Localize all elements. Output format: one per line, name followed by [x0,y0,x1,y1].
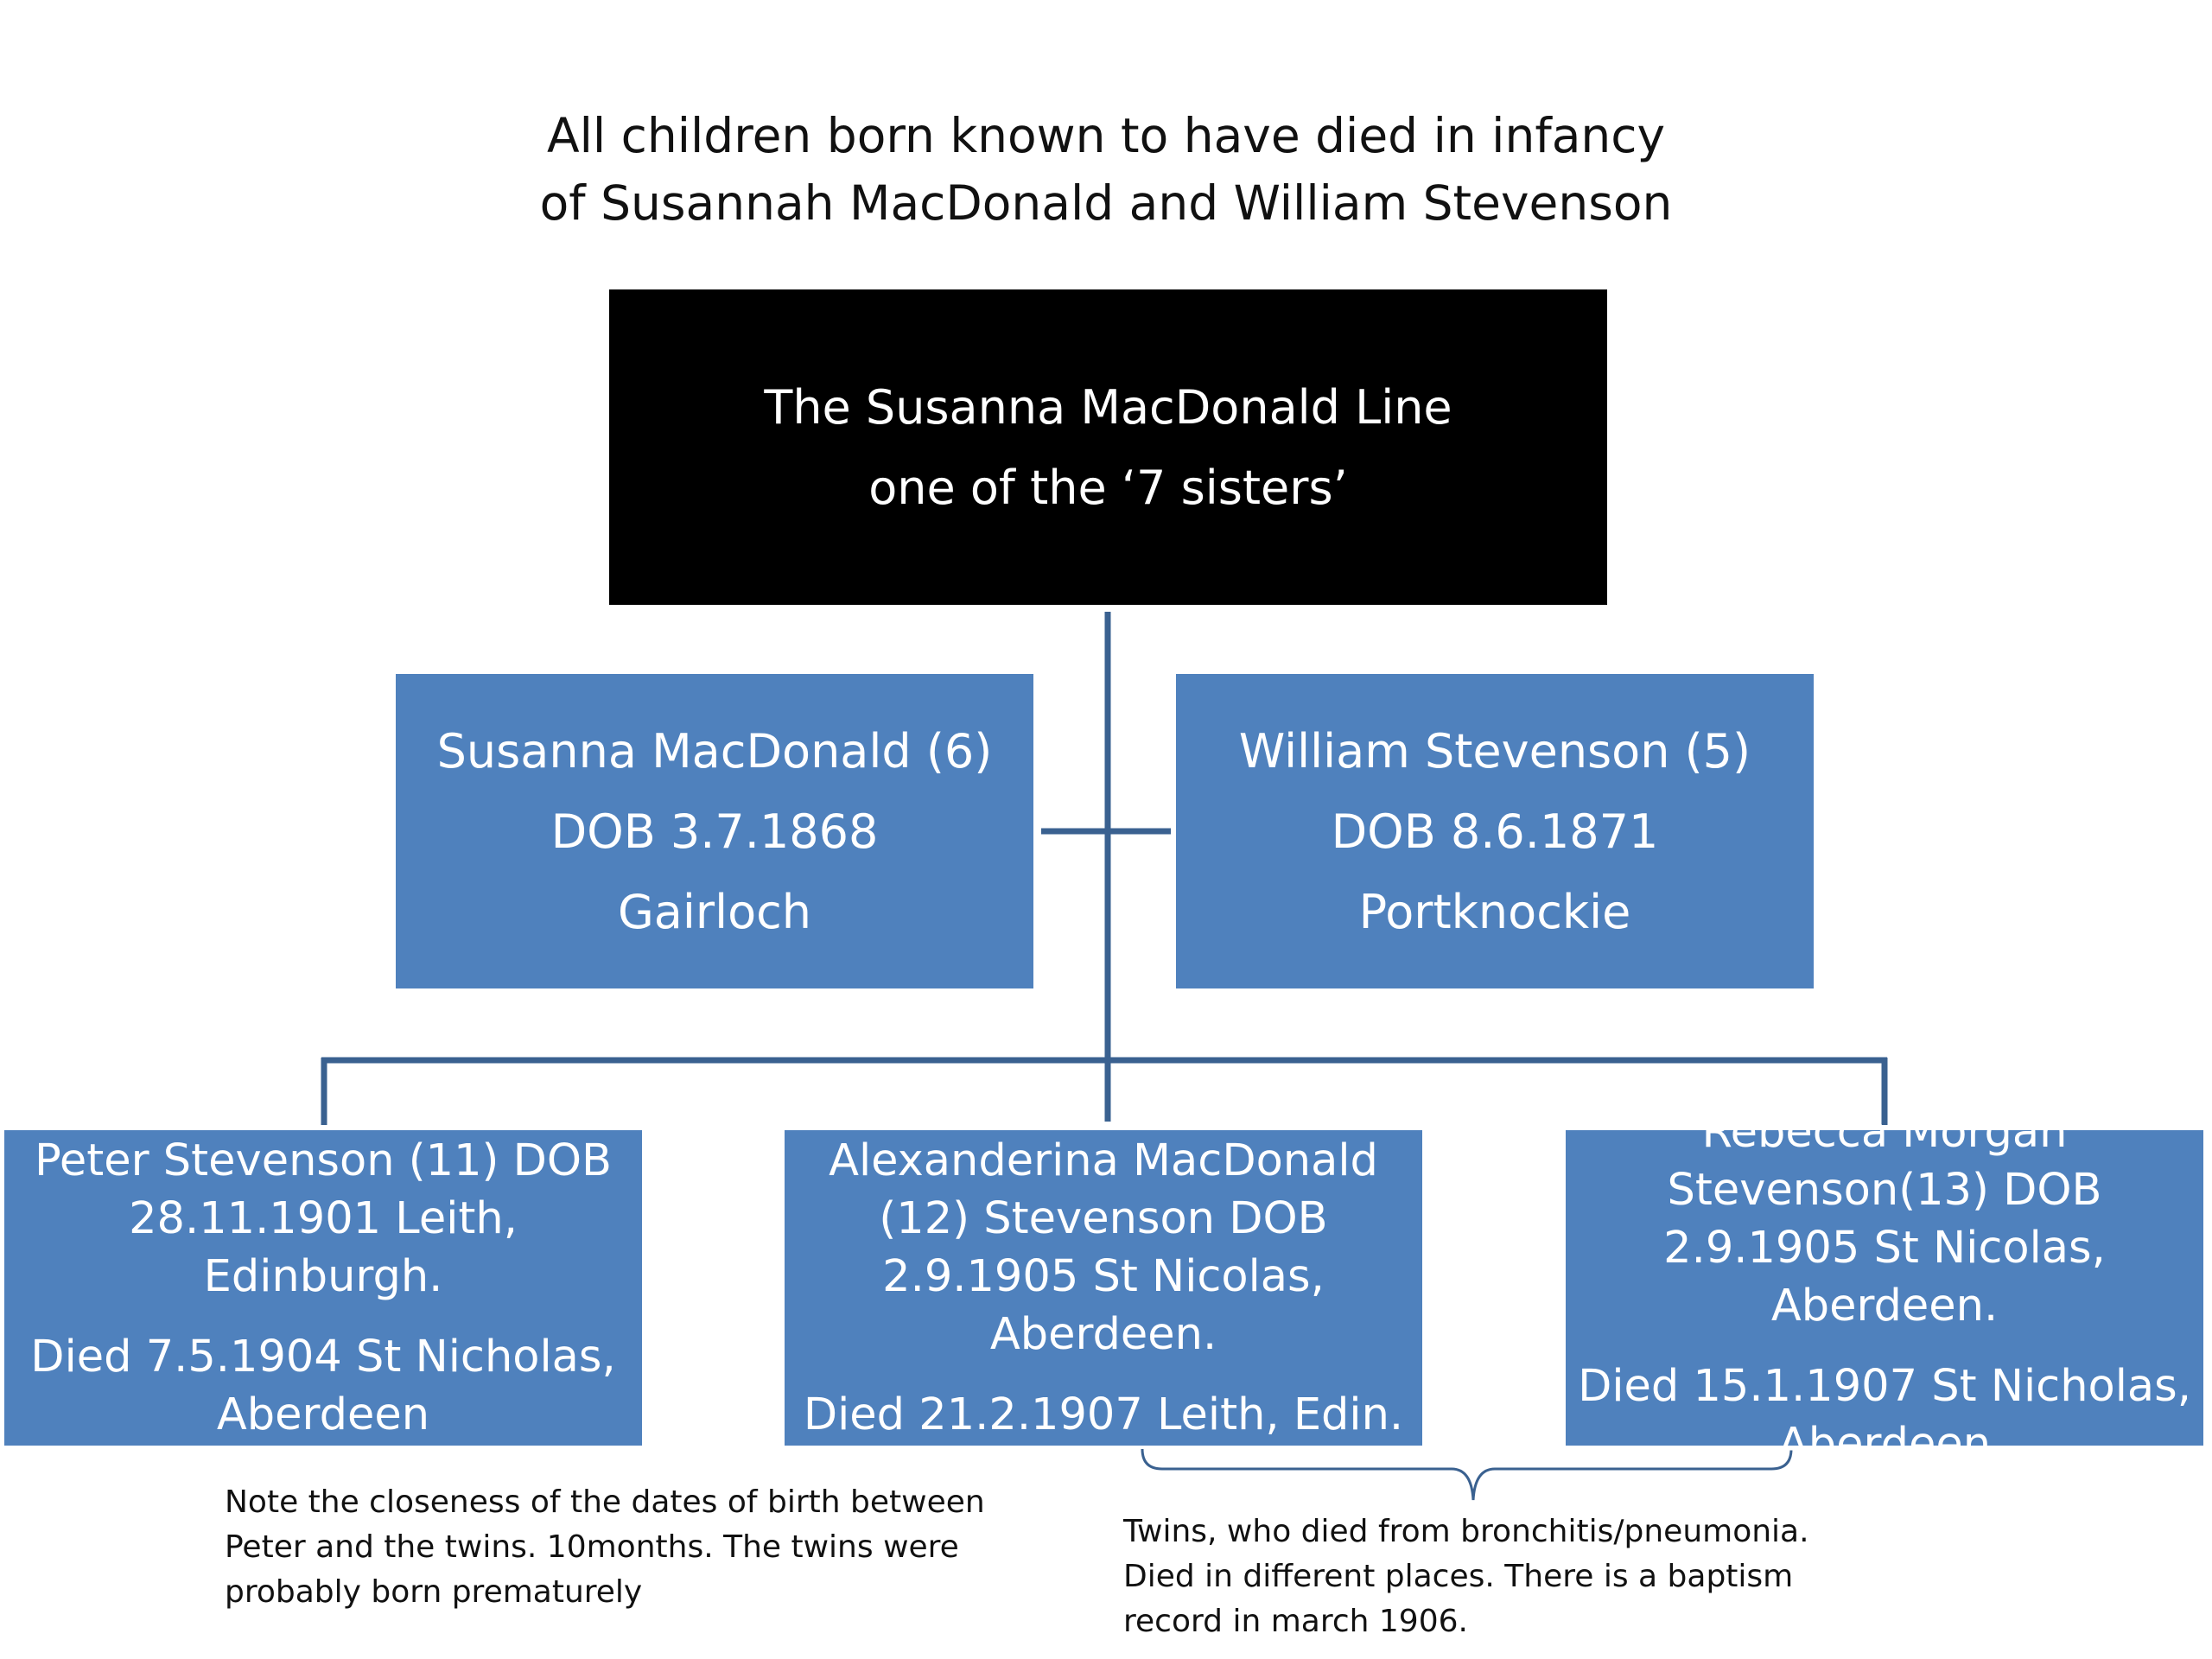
child-node-rebecca: Rebecca Morgan Stevenson(13) DOB 2.9.190… [1566,1107,2203,1470]
child-death-info: Died 7.5.1904 St Nicholas, Aberdeen [30,1332,616,1440]
parent-dob: DOB 3.7.1868 [550,804,879,859]
child-birth-info: Alexanderina MacDonald (12) Stevenson DO… [829,1135,1378,1360]
child-death-info: Died 15.1.1907 St Nicholas, Aberdeen [1578,1360,2191,1470]
root-node: The Susanna MacDonald Line one of the ‘7… [609,289,1607,605]
parent-name: Susanna MacDonald (6) [436,723,993,779]
diagram-title: All children born known to have died in … [0,102,2212,237]
child-birth-info: Rebecca Morgan Stevenson(13) DOB 2.9.190… [1663,1106,2106,1332]
parent-name: William Stevenson (5) [1238,723,1751,779]
parent-node-susanna: Susanna MacDonald (6) DOB 3.7.1868 Gairl… [396,674,1033,988]
child-death-info: Died 21.2.1907 Leith, Edin. [803,1389,1404,1440]
title-line-2: of Susannah MacDonald and William Steven… [539,175,1673,231]
child-node-alexanderina: Alexanderina MacDonald (12) Stevenson DO… [785,1130,1422,1446]
root-line-2: one of the ‘7 sisters’ [868,460,1348,515]
parent-place: Gairloch [617,884,812,939]
root-line-1: The Susanna MacDonald Line [764,379,1452,435]
child-node-peter: Peter Stevenson (11) DOB 28.11.1901 Leit… [4,1130,642,1446]
parent-dob: DOB 8.6.1871 [1331,804,1659,859]
note-twins: Twins, who died from bronchitis/pneumoni… [1123,1514,1809,1639]
title-line-1: All children born known to have died in … [546,108,1666,163]
child-birth-info: Peter Stevenson (11) DOB 28.11.1901 Leit… [34,1135,613,1302]
parent-place: Portknockie [1358,884,1631,939]
parent-node-william: William Stevenson (5) DOB 8.6.1871 Portk… [1176,674,1814,988]
note-birth-closeness: Note the closeness of the dates of birth… [225,1484,985,1610]
twins-brace [1141,1448,1793,1501]
